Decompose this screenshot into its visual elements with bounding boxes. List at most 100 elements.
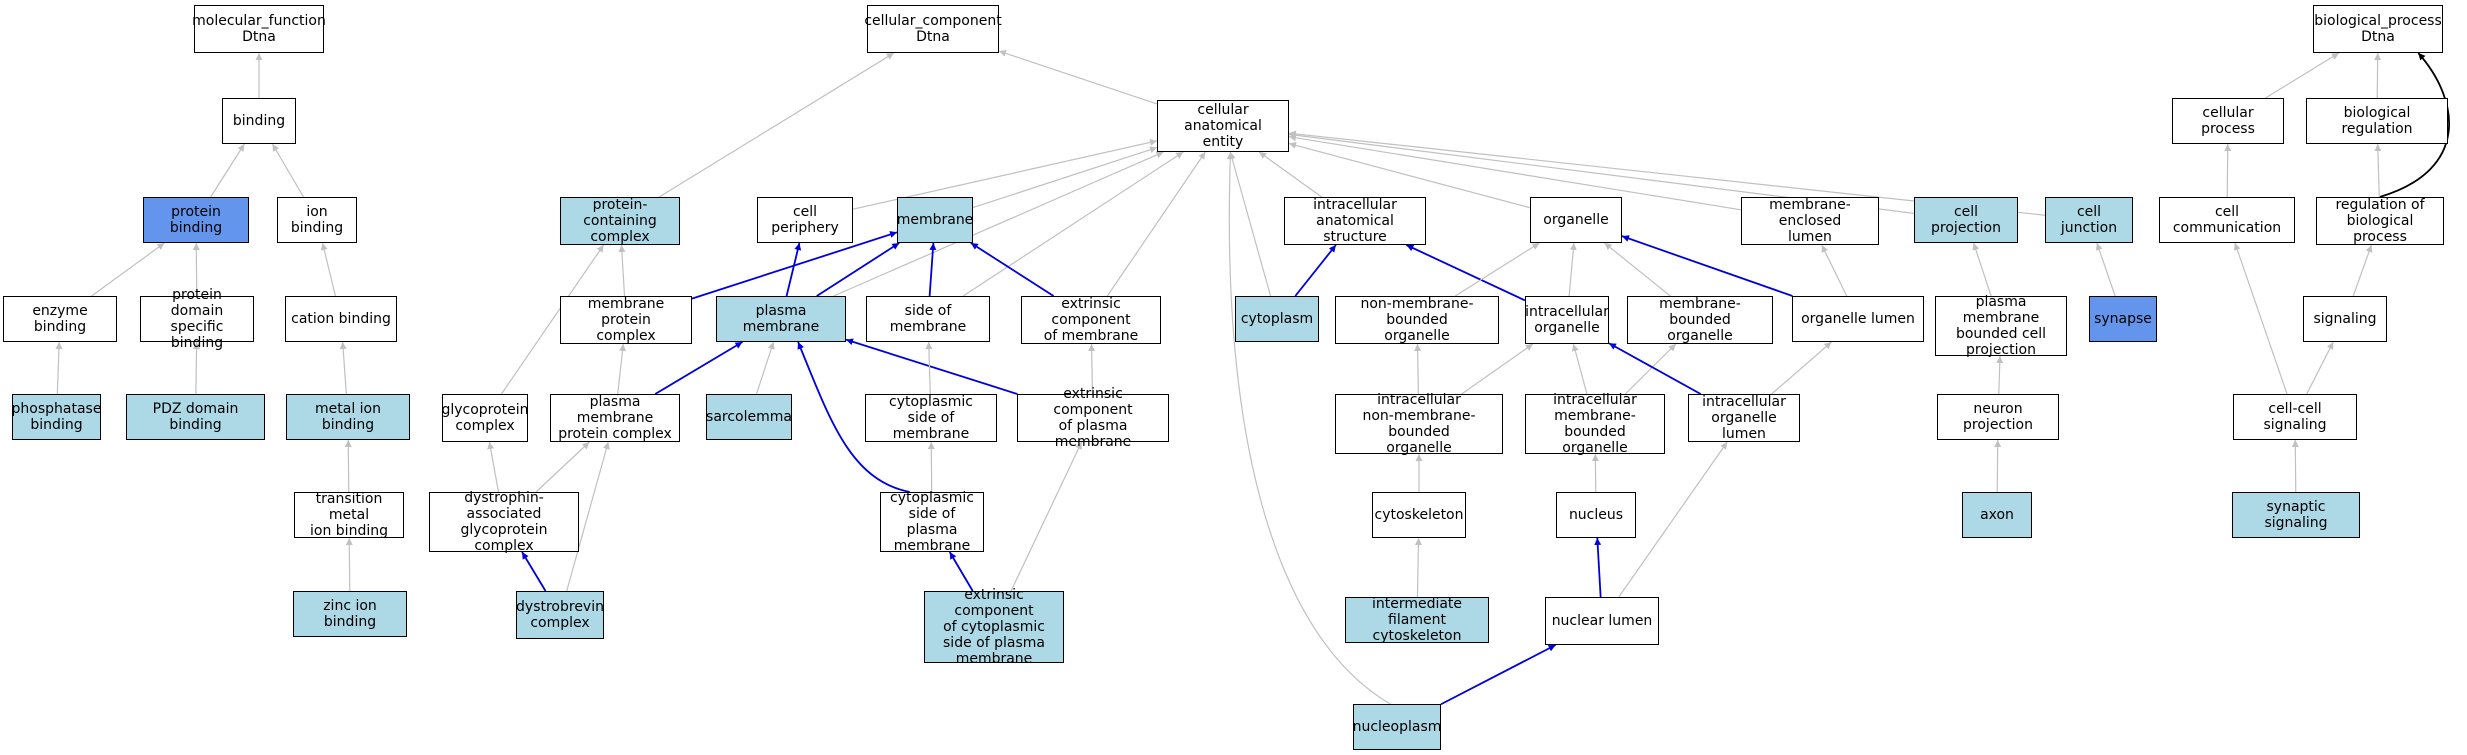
edge-inmbo-to-io <box>1461 343 1534 395</box>
edge-imbo-to-io <box>1571 343 1588 395</box>
edge-cell-comm-to-cellular-process <box>2224 143 2232 198</box>
edge-ifc-to-cytoskeleton <box>1414 537 1422 598</box>
term-node-cyto-side-pm: cytoplasmic side of plasma membrane <box>880 490 984 554</box>
term-node-cation-binding: cation binding <box>285 296 397 342</box>
edge-cytoplasm-to-ias <box>1294 244 1337 297</box>
edge-ccs-to-cell-comm <box>2233 242 2288 395</box>
term-node-synapse: synapse <box>2089 296 2157 342</box>
term-node-cc: cellular_component Dtna <box>864 5 1002 53</box>
term-node-protein-binding: protein binding <box>143 197 249 243</box>
edge-dagc-to-pmpc <box>535 441 590 493</box>
edge-ccs-to-signaling <box>2306 341 2334 395</box>
term-node-mf: molecular_function Dtna <box>192 5 326 53</box>
term-node-pmpc: plasma membrane protein complex <box>550 394 680 442</box>
edge-io-to-organelle <box>1568 242 1577 297</box>
edge-ext-membrane-to-cae <box>1106 151 1206 297</box>
term-node-mbo: membrane-bounded organelle <box>1627 296 1773 344</box>
edge-cytoplasm-to-cae <box>1228 151 1272 297</box>
edge-cyto-side-m-to-side-membrane <box>925 341 933 395</box>
edge-pmpc-to-plasma-membrane <box>654 341 743 395</box>
edge-pdz-specific-to-protein-binding <box>192 242 200 297</box>
term-node-plasma-membrane: plasma membrane <box>716 296 846 342</box>
edge-membrane-to-cae <box>972 146 1158 209</box>
edge-org-lumen-to-mel <box>1821 244 1848 297</box>
term-node-dystrobrevin: dystrobrevin complex <box>516 591 604 639</box>
term-node-ifc: intermediate filament cytoskeleton <box>1345 596 1489 644</box>
edge-ext-cyto-pm-to-ext-pm <box>1010 441 1083 592</box>
edge-ext-pm-to-ext-membrane <box>1088 343 1096 395</box>
term-node-cellular-process: cellular process <box>2172 98 2284 144</box>
edge-pmpc-to-mpc <box>617 343 627 395</box>
edge-dagc-to-glyco <box>487 441 500 493</box>
edge-synapse-to-cell-junction <box>2095 242 2116 297</box>
term-node-phosphatase: phosphatase binding <box>12 394 101 440</box>
term-node-nuclear-lumen: nuclear lumen <box>1545 597 1659 645</box>
edge-ion-binding-to-binding <box>271 143 305 198</box>
edge-mpc-to-pcc <box>618 244 626 297</box>
edge-plasma-membrane-to-membrane <box>816 242 900 297</box>
term-node-cell-comm: cell communication <box>2159 197 2295 243</box>
term-node-cae: cellular anatomical entity <box>1157 100 1289 152</box>
edge-pdz-binding-to-pdz-specific <box>193 341 201 395</box>
edge-protein-binding-to-binding <box>210 143 245 198</box>
edge-enzyme-binding-to-protein-binding <box>91 242 165 297</box>
edge-signaling-to-reg-bp <box>2352 244 2373 297</box>
term-node-metal-ion: metal ion binding <box>286 394 410 440</box>
edge-io-to-ias <box>1406 244 1526 302</box>
term-node-pcc: protein-containing complex <box>560 197 680 245</box>
term-node-iol: intracellular organelle lumen <box>1688 394 1800 442</box>
term-node-ccs: cell-cell signaling <box>2233 394 2357 440</box>
term-node-ext-membrane: extrinsic component of membrane <box>1021 296 1161 344</box>
edge-nuclear-lumen-to-iol <box>1618 441 1728 598</box>
edge-nucleoplasm-to-nuclear-lumen <box>1440 644 1556 706</box>
edge-cyto-side-pm-to-plasma-membrane <box>797 341 910 493</box>
term-node-mpc: membrane protein complex <box>560 296 692 344</box>
edge-mel-to-cae <box>1288 134 1742 211</box>
term-node-enzyme-binding: enzyme binding <box>3 296 117 342</box>
edge-sarcolemma-to-plasma-membrane <box>755 341 775 395</box>
term-node-side-membrane: side of membrane <box>866 296 990 342</box>
term-node-bp: biological_process Dtna <box>2313 5 2443 53</box>
term-node-reg-bp: regulation of biological process <box>2316 197 2444 245</box>
term-node-syn-sig: synaptic signaling <box>2232 492 2360 538</box>
edge-dystrobrevin-to-pmpc <box>566 441 610 592</box>
edge-nucleoplasm-to-cae <box>1226 151 1391 705</box>
term-node-pdz-specific: protein domain specific binding <box>140 287 254 351</box>
term-node-ias: intracellular anatomical structure <box>1284 197 1426 245</box>
edge-pmbcp-to-cell-projection <box>1972 242 1992 297</box>
term-node-transition-metal: transition metal ion binding <box>294 491 404 539</box>
edge-ext-membrane-to-membrane <box>970 242 1055 297</box>
term-node-cytoplasm: cytoplasm <box>1235 296 1319 342</box>
term-node-nucleoplasm: nucleoplasm <box>1353 704 1441 750</box>
edge-organelle-to-cae <box>1288 141 1531 209</box>
edge-transition-metal-to-metal-ion <box>344 439 352 493</box>
term-node-organelle: organelle <box>1530 197 1622 243</box>
edge-imbo-to-mbo <box>1624 343 1677 395</box>
term-node-pmbcp: plasma membrane bounded cell projection <box>1935 294 2067 358</box>
edge-org-lumen-to-organelle <box>1621 235 1793 297</box>
term-node-pdz-binding: PDZ domain binding <box>126 394 265 440</box>
edge-nmbo-to-organelle <box>1454 242 1540 297</box>
term-node-nmbo: non-membrane-bounded organelle <box>1335 296 1499 344</box>
edge-layer <box>55 49 2450 706</box>
edge-pcc-to-cc <box>658 52 895 198</box>
edge-mbo-to-organelle <box>1604 242 1671 297</box>
term-node-io: intracellular organelle <box>1525 296 1609 344</box>
term-node-cell-periphery: cell periphery <box>757 197 853 243</box>
edge-side-membrane-to-cae <box>962 151 1184 297</box>
edge-zinc-to-transition-metal <box>345 537 353 592</box>
term-node-binding: binding <box>222 98 296 144</box>
edge-reg-bp-to-bio-reg <box>2374 143 2382 198</box>
term-node-cell-projection: cell projection <box>1914 197 2018 243</box>
term-node-sarcolemma: sarcolemma <box>706 394 792 440</box>
edge-plasma-membrane-to-cae <box>833 151 1164 297</box>
term-node-nucleus: nucleus <box>1556 492 1636 538</box>
edge-metal-ion-to-cation-binding <box>339 341 347 395</box>
edge-ext-cyto-pm-to-cyto-side-pm <box>948 551 974 592</box>
term-node-ext-pm: extrinsic component of plasma membrane <box>1017 386 1169 450</box>
term-node-ion-binding: ion binding <box>277 197 357 243</box>
edge-syn-sig-to-ccs <box>2291 439 2299 493</box>
edge-glyco-to-pcc <box>500 244 605 395</box>
term-node-org-lumen: organelle lumen <box>1792 296 1924 342</box>
